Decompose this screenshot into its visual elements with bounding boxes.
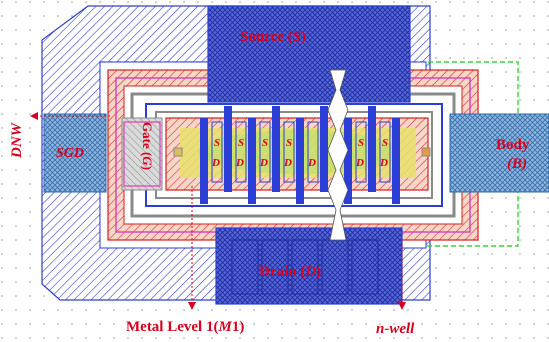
finger-label-d: D [379,157,388,169]
metal-pointer-arrow [188,302,196,310]
body-symbol: (B) [507,156,527,172]
finger-outlines [211,121,391,183]
break-mark [327,69,349,241]
finger-label-s: S [382,137,388,149]
gate-poly-box [123,121,161,187]
finger-label-d: D [283,157,292,169]
body-contact [449,113,549,193]
dnw-label: DNW [9,121,25,159]
finger-label-d: D [235,157,244,169]
body-label: Body [496,137,530,153]
sgd-contact [43,113,107,193]
drain-contacts [231,239,379,295]
sgd-label: SGD [56,146,84,161]
gate-fingers [200,106,400,204]
finger-label-s: S [214,137,220,149]
finger-label-d: D [211,157,220,169]
nwell-label: n-well [376,321,415,337]
finger-label-s: S [238,137,244,149]
finger-label-d: D [307,157,316,169]
finger-label-s: S [358,137,364,149]
nwell-pointer-arrow [398,302,406,310]
contact-square-left [173,147,183,157]
finger-label-d: D [355,157,364,169]
drain-label: Drain (D) [259,264,321,280]
metal-level-label: Metal Level 1(M1) [126,319,244,335]
drain-metal [215,227,403,305]
dnw-pointer-arrow [30,112,38,120]
finger-label-s: S [286,137,292,149]
source-metal [207,5,411,103]
finger-labels: S S S S S S D D D D D D D [211,137,388,169]
gate-label: Gate (G) [140,122,155,170]
finger-label-s: S [262,137,268,149]
contact-square-right [421,147,431,157]
finger-label-d: D [259,157,268,169]
gate-block [121,117,163,191]
source-label: Source (S) [240,29,306,45]
